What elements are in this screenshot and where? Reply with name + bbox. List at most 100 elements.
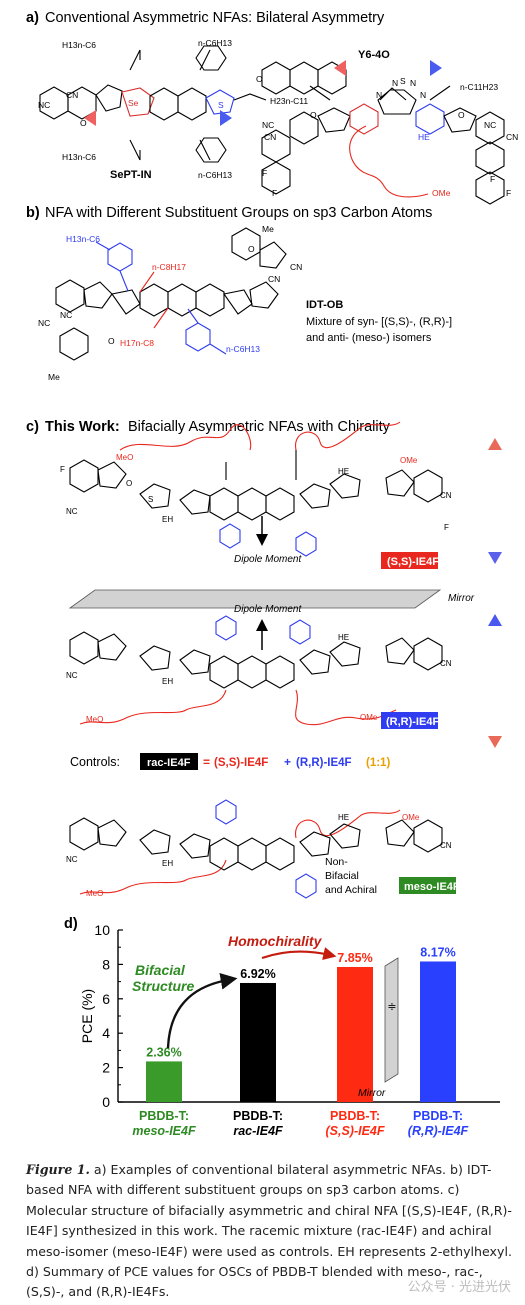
idt-label-3: H17n-C8 [120, 338, 154, 348]
ss-atom-ome: OMe [400, 456, 418, 465]
y6-4o-name: Y6-4O [358, 49, 390, 61]
ss-ie4f-structure [69, 450, 443, 521]
idt-label-11: O [248, 244, 255, 254]
ss-atom-eh: EH [162, 515, 173, 524]
rac-ie4f-label: rac-IE4F [147, 757, 191, 769]
panel-a-letter: a) [26, 10, 39, 26]
mirror-plane [68, 589, 442, 609]
sept-label-1: H13n-C6 [62, 40, 96, 50]
sept-label-9: Se [128, 98, 139, 108]
rac-ie4f-badge [140, 753, 198, 770]
rr-ie4f-structure [69, 631, 443, 689]
controls-plus: + [284, 755, 291, 769]
idt-ob-aryl-groups [95, 241, 227, 355]
figure-graphics: a) Conventional Asymmetric NFAs: Bilater… [26, 10, 518, 1138]
y-tick-label: 10 [94, 922, 110, 938]
meso-ie4f-structure [69, 817, 443, 871]
ss-atom-o: O [126, 479, 132, 488]
ss-atom-s: S [148, 495, 153, 504]
category-label-0-0: PBDB-T: [139, 1109, 189, 1123]
ss-atom-f2: F [444, 523, 449, 532]
y6-label-5: N [392, 78, 398, 88]
idt-label-8: CN [290, 262, 302, 272]
panel-c: c) This Work: Bifacially Asymmetric NFAs… [26, 419, 502, 899]
y6-label-18: F [506, 188, 511, 198]
panel-c-title-bold: This Work: [45, 419, 120, 435]
ss-ie4f-badge [381, 552, 438, 569]
sept-label-10: S [218, 100, 224, 110]
rr-atom-he: HE [338, 633, 349, 642]
chart-mirror [384, 957, 399, 1083]
non-bifacial-line-3: and Achiral [325, 884, 377, 896]
watermark: 公众号 · 光进光伏 [407, 1280, 511, 1295]
meso-ie4f-label: meso-IE4F [404, 881, 460, 893]
idt-label-4: n-C8H17 [152, 262, 186, 272]
category-label-2-1: (S,S)-IE4F [325, 1124, 384, 1138]
idt-label-12: O [108, 336, 115, 346]
idt-ob-desc-1: Mixture of syn- [(S,S)-, (R,R)-] [306, 316, 452, 328]
rr-atom-meo: MeO [86, 715, 103, 724]
sept-in-name: SePT-IN [110, 169, 152, 181]
controls-eq: = [203, 755, 210, 769]
rr-atom-cn: CN [440, 659, 452, 668]
bar-0 [146, 1061, 182, 1102]
y6-label-9: NC [262, 120, 274, 130]
chart-mirror-label: Mirror [358, 1087, 386, 1099]
y6-label-4: N [376, 90, 382, 100]
rr-atom-eh: EH [162, 677, 173, 686]
panel-a-title: Conventional Asymmetric NFAs: Bilateral … [45, 10, 385, 26]
idt-label-9: NC [38, 318, 50, 328]
sept-label-4: H13n-C6 [62, 152, 96, 162]
idt-label-2: n-C6H13 [226, 344, 260, 354]
bar-3 [420, 961, 456, 1102]
panel-c-letter: c) [26, 419, 39, 435]
category-label-0-1: meso-IE4F [132, 1124, 196, 1138]
y6-label-13: O [310, 110, 317, 120]
non-bifacial-line-1: Non- [325, 856, 348, 868]
bar-value-label-3: 8.17% [420, 945, 455, 959]
y6-4o-structure [261, 85, 505, 205]
panel-c-title-rest: Bifacially Asymmetric NFAs with Chiralit… [128, 419, 391, 435]
category-label-3-0: PBDB-T: [413, 1109, 463, 1123]
idt-label-7: CN [268, 274, 280, 284]
bifacial-arrow [166, 972, 238, 1049]
annotation-bifacial-2: Structure [132, 978, 194, 994]
controls-ratio: (1:1) [366, 757, 390, 769]
ss-atom-nc: NC [66, 507, 78, 516]
annotation-bifacial-1: Bifacial [135, 962, 186, 978]
idt-ob-name: IDT-OB [306, 299, 343, 311]
y-axis-label: PCE (%) [79, 989, 95, 1043]
panel-d-letter: d) [64, 916, 78, 932]
y6-label-15: F [262, 168, 267, 178]
sept-label-7: O [80, 118, 87, 128]
y6-label-7: N [410, 78, 416, 88]
ss-atom-he: HE [338, 467, 349, 476]
y6-label-12: CN [506, 132, 518, 142]
idt-label-6: Me [262, 224, 274, 234]
idt-label-1: H13n-C6 [66, 234, 100, 244]
mirror-label: Mirror [448, 593, 475, 604]
y6-label-11: NC [484, 120, 496, 130]
panel-b-title: NFA with Different Substituent Groups on… [45, 205, 432, 221]
ss-atom-meo: MeO [116, 453, 133, 462]
meso-atom-eh: EH [162, 859, 173, 868]
y-tick-label: 0 [102, 1094, 110, 1110]
caption-text: a) Examples of conventional bilateral as… [26, 1162, 512, 1300]
y6-4o-glycol-chain [349, 125, 429, 198]
idt-label-10: NC [60, 310, 72, 320]
rr-atom-nc: NC [66, 671, 78, 680]
y6-label-1: H23n-C11 [270, 96, 308, 106]
category-label-3-1: (R,R)-IE4F [408, 1124, 469, 1138]
sept-label-2: n-C6H13 [198, 38, 232, 48]
annotation-homochirality: Homochirality [228, 933, 323, 949]
meso-atom-nc: NC [66, 855, 78, 864]
y6-label-14: O [458, 110, 465, 120]
bar-value-label-2: 7.85% [337, 951, 372, 965]
meso-ie4f-badge [399, 877, 456, 894]
category-label-1-1: rac-IE4F [233, 1124, 283, 1138]
bar-value-label-0: 2.36% [146, 1045, 181, 1059]
controls-label: Controls: [70, 755, 120, 769]
panel-a: a) Conventional Asymmetric NFAs: Bilater… [26, 10, 518, 205]
meso-atom-cn: CN [440, 841, 452, 850]
chart-mirror-symbol: ≑ [387, 1001, 396, 1013]
